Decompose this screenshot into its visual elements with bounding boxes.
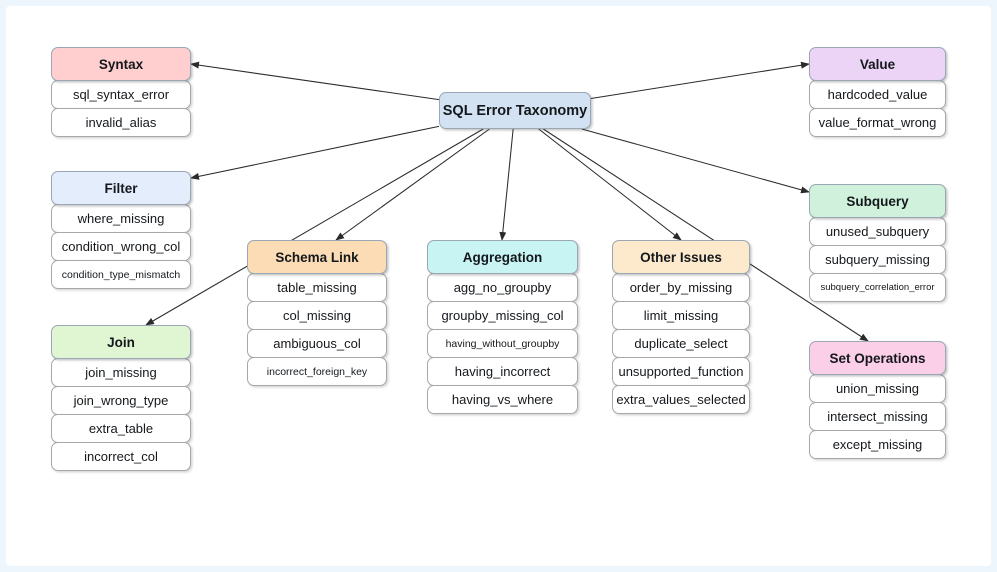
edge-to-schema-link <box>335 128 490 241</box>
error-type-item[interactable]: unsupported_function <box>612 357 750 386</box>
category-header-syntax[interactable]: Syntax <box>51 47 191 81</box>
error-type-item[interactable]: sql_syntax_error <box>51 80 191 109</box>
error-type-item[interactable]: hardcoded_value <box>809 80 946 109</box>
error-type-item[interactable]: extra_values_selected <box>612 385 750 414</box>
error-type-item[interactable]: having_vs_where <box>427 385 578 414</box>
error-type-item[interactable]: union_missing <box>809 374 946 403</box>
category-header-value[interactable]: Value <box>809 47 946 81</box>
edge-to-filter <box>190 125 440 180</box>
error-type-item[interactable]: intersect_missing <box>809 402 946 431</box>
category-header-aggregation[interactable]: Aggregation <box>427 240 578 274</box>
edge-to-syntax <box>190 61 440 101</box>
edge-to-other-issues <box>538 128 682 241</box>
error-type-item[interactable]: value_format_wrong <box>809 108 946 137</box>
error-type-item[interactable]: col_missing <box>247 301 387 330</box>
error-type-item[interactable]: unused_subquery <box>809 217 946 246</box>
error-type-item[interactable]: extra_table <box>51 414 191 443</box>
error-type-item[interactable]: join_missing <box>51 358 191 387</box>
error-type-item[interactable]: duplicate_select <box>612 329 750 358</box>
error-type-item[interactable]: groupby_missing_col <box>427 301 578 330</box>
error-type-item[interactable]: having_incorrect <box>427 357 578 386</box>
error-type-item[interactable]: condition_wrong_col <box>51 232 191 261</box>
error-type-item[interactable]: ambiguous_col <box>247 329 387 358</box>
category-header-other-issues[interactable]: Other Issues <box>612 240 750 274</box>
error-type-item[interactable]: agg_no_groupby <box>427 273 578 302</box>
error-type-item[interactable]: order_by_missing <box>612 273 750 302</box>
edge-to-aggregation <box>499 128 514 241</box>
error-type-item[interactable]: table_missing <box>247 273 387 302</box>
error-type-item[interactable]: having_without_groupby <box>427 329 578 358</box>
category-header-filter[interactable]: Filter <box>51 171 191 205</box>
category-header-set-operations[interactable]: Set Operations <box>809 341 946 375</box>
category-header-subquery[interactable]: Subquery <box>809 184 946 218</box>
edge-to-value <box>590 61 810 99</box>
error-type-item[interactable]: incorrect_col <box>51 442 191 471</box>
error-type-item[interactable]: incorrect_foreign_key <box>247 357 387 386</box>
category-header-join[interactable]: Join <box>51 325 191 359</box>
error-type-item[interactable]: condition_type_mismatch <box>51 260 191 289</box>
error-type-item[interactable]: limit_missing <box>612 301 750 330</box>
edge-to-subquery <box>581 128 810 194</box>
error-type-item[interactable]: subquery_missing <box>809 245 946 274</box>
root-node-sql-error-taxonomy[interactable]: SQL Error Taxonomy <box>439 92 591 129</box>
error-type-item[interactable]: subquery_correlation_error <box>809 273 946 302</box>
error-type-item[interactable]: except_missing <box>809 430 946 459</box>
error-type-item[interactable]: where_missing <box>51 204 191 233</box>
error-type-item[interactable]: invalid_alias <box>51 108 191 137</box>
category-header-schema-link[interactable]: Schema Link <box>247 240 387 274</box>
error-type-item[interactable]: join_wrong_type <box>51 386 191 415</box>
